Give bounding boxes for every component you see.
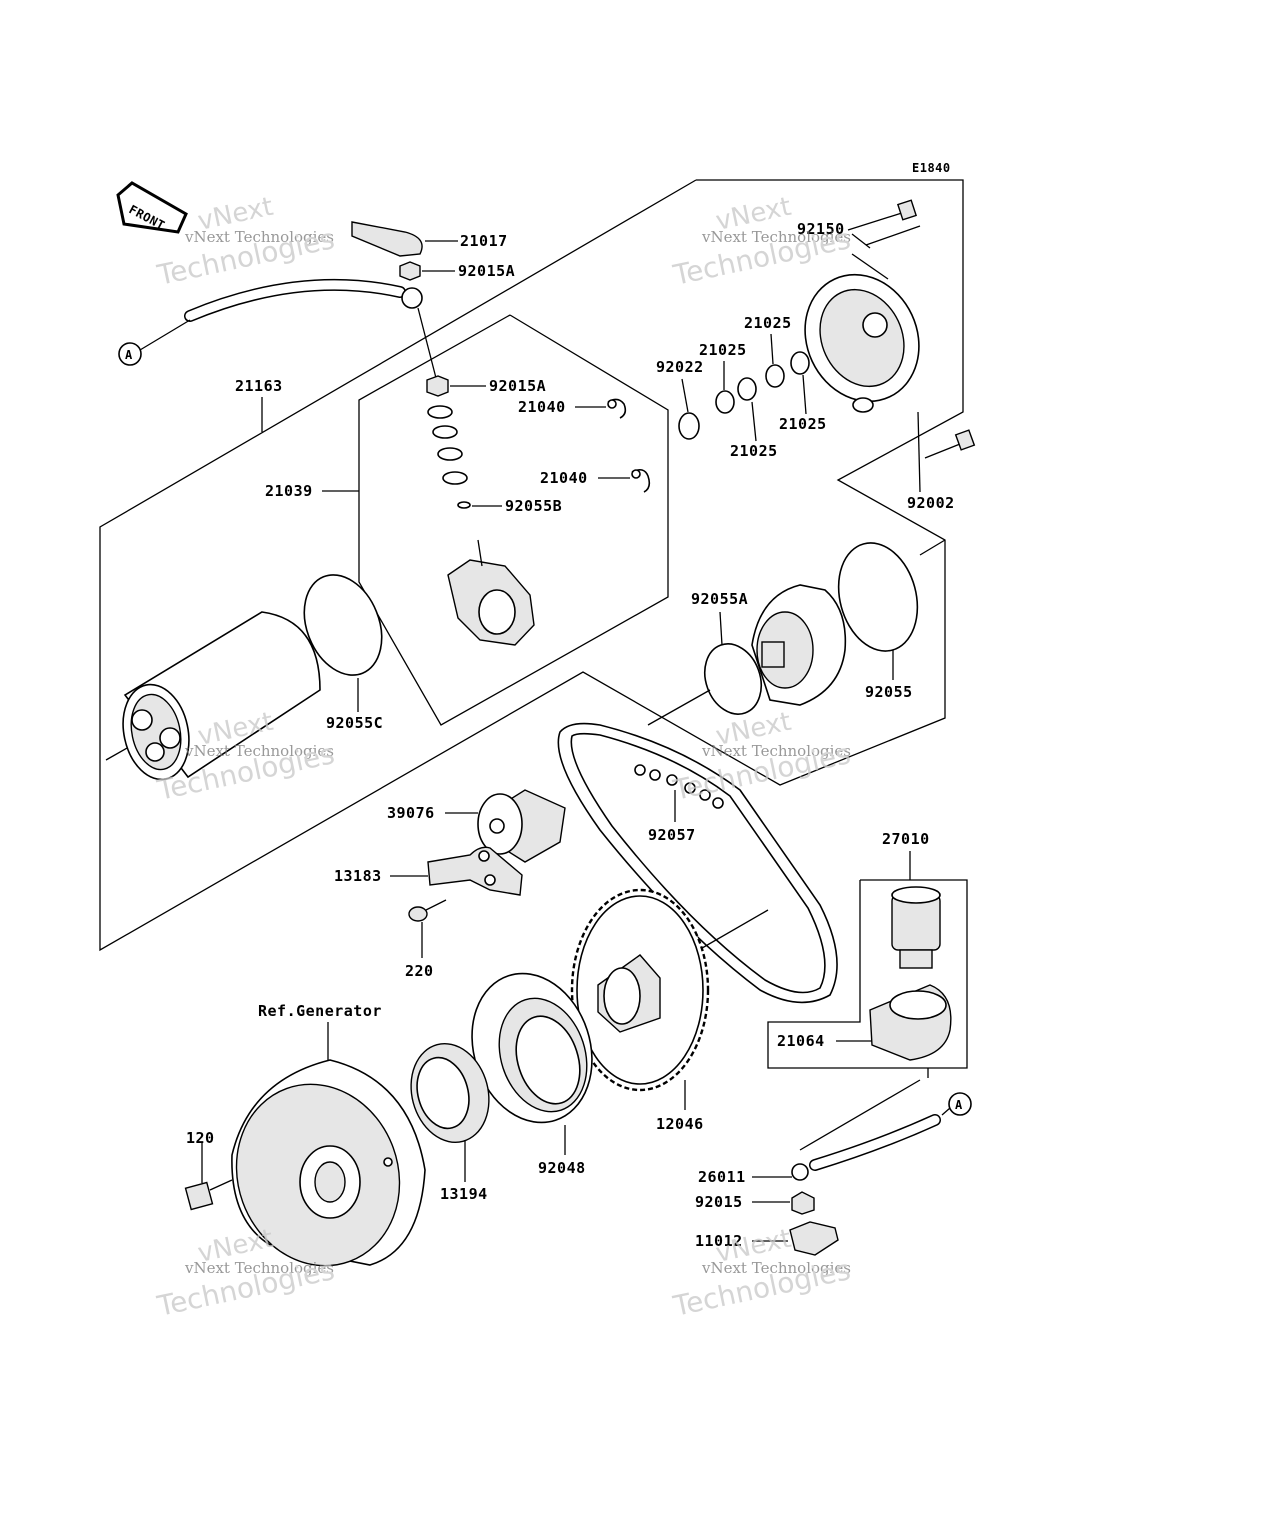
part-21163-motor-yoke — [122, 611, 321, 781]
watermark-4: vNext vNext Technologies Technologies — [670, 707, 854, 807]
part-92015-nut — [791, 1191, 815, 1215]
label-27010: 27010 — [882, 830, 930, 848]
label-21064: 21064 — [777, 1032, 825, 1050]
part-92150-bolts — [847, 199, 921, 246]
label-11012: 11012 — [695, 1232, 743, 1250]
connector-a-bottom: A — [955, 1098, 963, 1112]
label-21025-c: 21025 — [779, 415, 827, 433]
part-120-bolt — [184, 1179, 233, 1211]
label-92055: 92055 — [865, 683, 913, 701]
label-92150: 92150 — [797, 220, 845, 238]
svg-text:vNext Technologies: vNext Technologies — [701, 228, 851, 246]
part-end-cover — [804, 273, 920, 413]
label-21017: 21017 — [460, 232, 508, 250]
label-21040-a: 21040 — [518, 398, 566, 416]
battery-cable-top: A — [118, 278, 423, 366]
part-92048-bearing — [471, 972, 593, 1124]
front-arrow-icon: FRONT — [116, 181, 188, 234]
part-92055a-o-ring — [703, 643, 763, 715]
svg-text:vNext Technologies: vNext Technologies — [184, 742, 334, 760]
label-92015: 92015 — [695, 1193, 743, 1211]
label-92022: 92022 — [656, 358, 704, 376]
label-92048: 92048 — [538, 1159, 586, 1177]
part-13183-plate — [427, 846, 523, 896]
part-21040-clip-b — [631, 468, 651, 493]
part-11012-terminal-boot — [789, 1221, 839, 1256]
part-reduction-housing — [751, 584, 847, 706]
part-13194-collar — [410, 1043, 490, 1143]
label-ref-generator: Ref.Generator — [258, 1002, 382, 1020]
label-21163: 21163 — [235, 377, 283, 395]
label-92055a: 92055A — [691, 590, 748, 608]
label-92055b: 92055B — [505, 497, 562, 515]
watermark-1: vNext vNext Technologies Technologies — [154, 192, 338, 292]
part-92055c-o-ring — [303, 574, 383, 676]
label-13194: 13194 — [440, 1185, 488, 1203]
part-generator-rotor — [231, 1059, 426, 1267]
watermark-5: vNext vNext Technologies Technologies — [154, 1224, 338, 1323]
label-21025-a: 21025 — [744, 314, 792, 332]
part-terminal-stack — [417, 307, 471, 509]
connector-a-top: A — [125, 348, 133, 362]
label-92002: 92002 — [907, 494, 955, 512]
part-21025-washers — [678, 351, 810, 440]
label-21040-b: 21040 — [540, 469, 588, 487]
label-92015a-top: 92015A — [458, 262, 515, 280]
label-39076: 39076 — [387, 804, 435, 822]
part-92015a-nut-top — [399, 261, 421, 281]
label-220: 220 — [405, 962, 434, 980]
label-13183: 13183 — [334, 867, 382, 885]
svg-text:vNext Technologies: vNext Technologies — [184, 1259, 334, 1277]
part-92055-o-ring — [837, 542, 919, 652]
label-21025-b: 21025 — [699, 341, 747, 359]
label-92055c: 92055C — [326, 714, 383, 732]
svg-text:vNext Technologies: vNext Technologies — [184, 228, 334, 246]
part-21064-relay — [869, 984, 952, 1061]
part-21017-terminal-boot — [351, 221, 458, 257]
diagram-code: E1840 — [912, 161, 951, 175]
label-92057: 92057 — [648, 826, 696, 844]
label-21025-d: 21025 — [730, 442, 778, 460]
svg-text:vNext Technologies: vNext Technologies — [701, 1259, 851, 1277]
label-26011: 26011 — [698, 1168, 746, 1186]
part-12046-sprocket — [570, 888, 710, 1092]
label-12046: 12046 — [656, 1115, 704, 1133]
part-21040-clip-a — [607, 398, 627, 419]
label-92015a: 92015A — [489, 377, 546, 395]
battery-cable-bottom: A — [791, 1068, 972, 1181]
watermark-2: vNext vNext Technologies Technologies — [670, 192, 854, 292]
part-brush-holder — [447, 539, 535, 646]
label-21039: 21039 — [265, 482, 313, 500]
part-27010-solenoid — [891, 886, 941, 969]
label-120: 120 — [186, 1129, 215, 1147]
part-92002-bolt — [924, 429, 976, 459]
svg-text:vNext Technologies: vNext Technologies — [701, 742, 851, 760]
part-220-screw — [408, 899, 447, 922]
part-92057-chain — [557, 722, 838, 1004]
part-39076-gear — [477, 789, 566, 863]
